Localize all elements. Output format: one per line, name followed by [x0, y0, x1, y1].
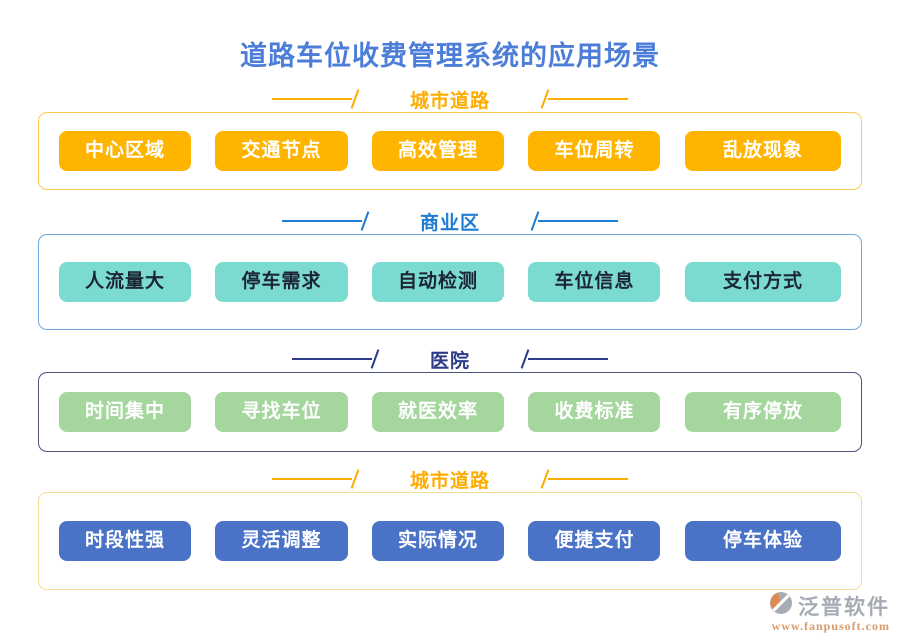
section-box: 人流量大 停车需求 自动检测 车位信息 支付方式 — [38, 234, 862, 330]
tag-item: 有序停放 — [684, 392, 841, 432]
decor-line-right — [548, 98, 628, 100]
section-title: 医院 — [429, 350, 470, 372]
tag-item: 时段性强 — [59, 521, 192, 561]
tag-item: 时间集中 — [59, 392, 192, 432]
tag-item: 交通节点 — [215, 131, 348, 171]
decor-line-right — [538, 220, 618, 222]
watermark: 泛普软件 www.fanpusoft.com — [762, 590, 890, 634]
tag-item: 寻找车位 — [215, 392, 348, 432]
watermark-brand-text: 泛普软件 — [798, 594, 890, 619]
decor-line-left — [271, 478, 352, 480]
section-business-area: 商业区 人流量大 停车需求 自动检测 车位信息 支付方式 — [38, 208, 862, 330]
page-title: 道路车位收费管理系统的应用场景 — [240, 41, 660, 71]
decor-line-right — [528, 358, 608, 360]
tag-item: 收费标准 — [528, 392, 661, 432]
section-header: 商业区 — [38, 208, 862, 234]
tag-item: 便捷支付 — [528, 521, 661, 561]
decor-line-left — [281, 220, 362, 222]
fanpu-logo-icon — [768, 590, 794, 621]
decor-line-left — [291, 358, 372, 360]
tag-item: 实际情况 — [371, 521, 504, 561]
decor-line-left — [271, 98, 352, 100]
tag-item: 车位信息 — [528, 262, 661, 302]
tag-item: 人流量大 — [59, 262, 192, 302]
tag-item: 乱放现象 — [684, 131, 841, 171]
tag-item: 停车需求 — [215, 262, 348, 302]
tag-item: 支付方式 — [684, 262, 841, 302]
watermark-url: www.fanpusoft.com — [771, 619, 890, 633]
tag-item: 灵活调整 — [215, 521, 348, 561]
section-box: 中心区域 交通节点 高效管理 车位周转 乱放现象 — [38, 112, 862, 190]
section-header: 城市道路 — [38, 86, 862, 112]
tag-item: 就医效率 — [371, 392, 504, 432]
section-header: 医院 — [38, 346, 862, 372]
section-title: 商业区 — [419, 212, 480, 234]
tag-item: 车位周转 — [528, 131, 661, 171]
section-city-road-1: 城市道路 中心区域 交通节点 高效管理 车位周转 乱放现象 — [38, 86, 862, 190]
tag-item: 中心区域 — [59, 131, 192, 171]
section-title: 城市道路 — [409, 470, 490, 492]
decor-line-right — [548, 478, 628, 480]
section-city-road-2: 城市道路 时段性强 灵活调整 实际情况 便捷支付 停车体验 — [38, 466, 862, 590]
section-box: 时段性强 灵活调整 实际情况 便捷支付 停车体验 — [38, 492, 862, 590]
watermark-brand-row: 泛普软件 — [768, 590, 890, 621]
tag-item: 停车体验 — [684, 521, 841, 561]
tag-item: 自动检测 — [371, 262, 504, 302]
section-title: 城市道路 — [409, 90, 490, 112]
section-hospital: 医院 时间集中 寻找车位 就医效率 收费标准 有序停放 — [38, 346, 862, 452]
section-header: 城市道路 — [38, 466, 862, 492]
section-box: 时间集中 寻找车位 就医效率 收费标准 有序停放 — [38, 372, 862, 452]
tag-item: 高效管理 — [371, 131, 504, 171]
